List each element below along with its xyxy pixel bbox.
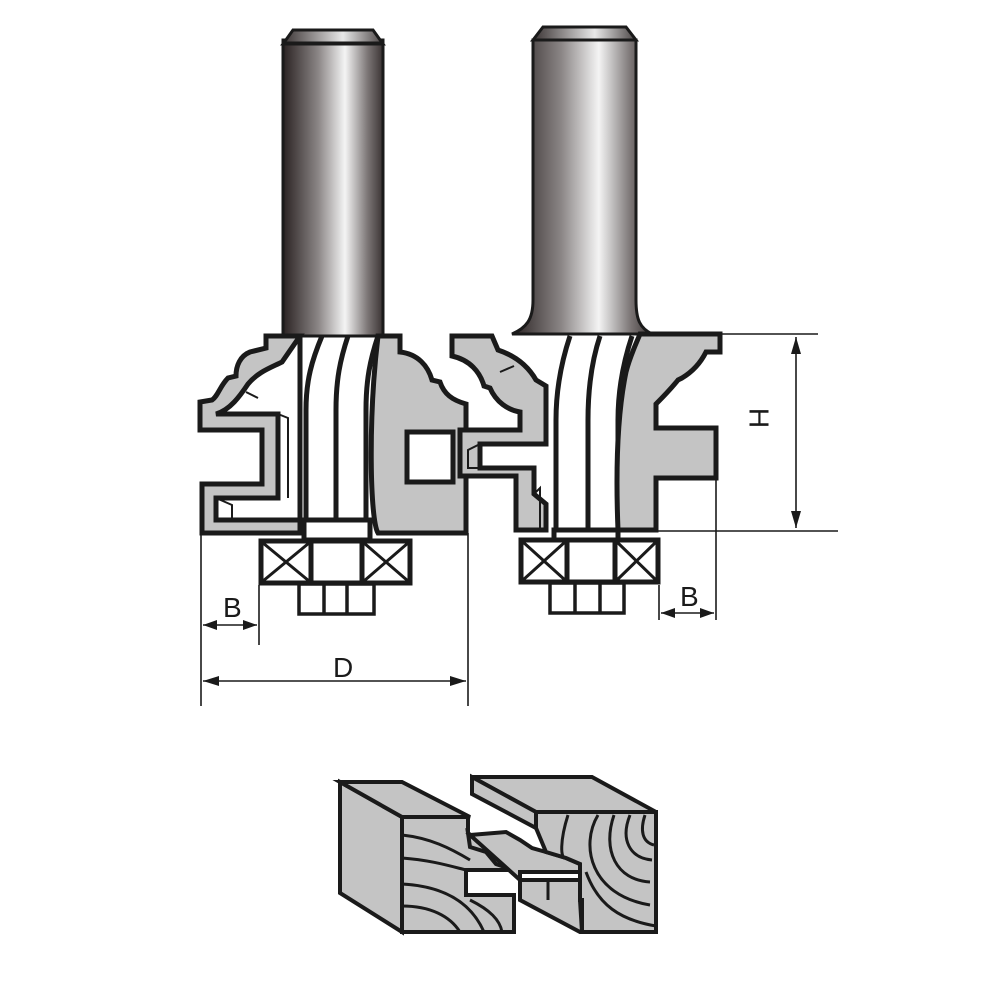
right-bearing — [518, 537, 661, 585]
svg-text:B: B — [223, 592, 242, 623]
left-bit-left-cutter — [197, 333, 305, 536]
left-flutes — [297, 335, 381, 520]
dimension-B-right: B — [661, 581, 714, 618]
left-bit — [197, 28, 469, 616]
bevel-detail — [245, 391, 259, 399]
dimension-lines: B D B H — [200, 333, 838, 706]
dimension-H: H — [744, 337, 801, 528]
right-shank — [511, 25, 653, 336]
right-bit-left-cutter — [449, 333, 549, 533]
dimension-D: D — [203, 652, 466, 686]
svg-text:D: D — [333, 652, 353, 683]
bevel-detail — [467, 443, 481, 469]
right-wood-block — [465, 773, 658, 934]
left-bit-slot — [404, 429, 456, 485]
bevel-detail — [533, 485, 541, 530]
svg-text:H: H — [744, 408, 775, 428]
bevel-detail — [277, 413, 289, 498]
left-nut — [297, 582, 376, 616]
bevel-detail — [215, 497, 233, 520]
left-bearing — [258, 538, 413, 586]
right-bit — [449, 25, 723, 615]
dimension-B-left: B — [203, 592, 257, 630]
wood-joint-illustration — [332, 773, 658, 936]
svg-text:B: B — [680, 581, 699, 612]
left-collar — [301, 517, 373, 543]
right-bit-right-cutter — [614, 331, 723, 533]
left-shank — [280, 28, 386, 338]
right-nut — [548, 581, 626, 615]
bevel-detail — [499, 365, 515, 373]
